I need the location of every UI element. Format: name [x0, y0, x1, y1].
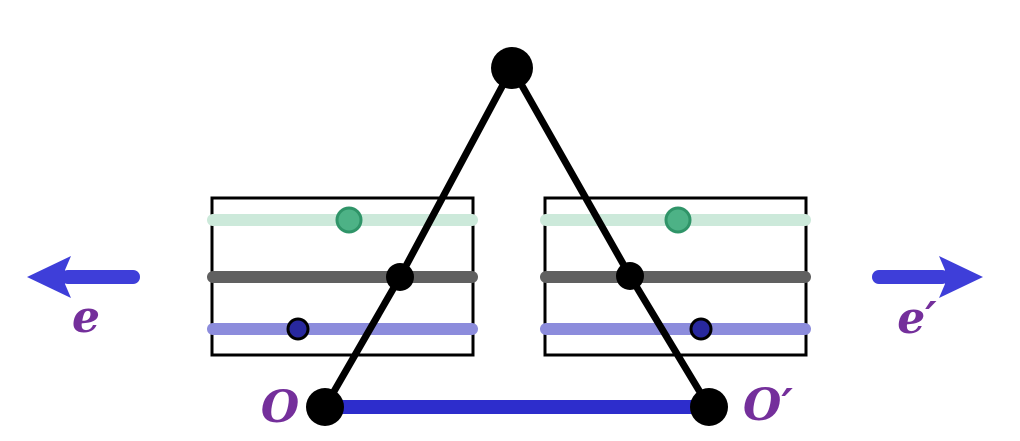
edge-apex-to-left-box-dot	[396, 64, 516, 281]
label-e: e	[72, 292, 100, 343]
right-origin-dot	[690, 388, 728, 426]
edge-left-box-dot-to-origin	[321, 273, 404, 411]
left-green-dot	[335, 206, 363, 234]
left-arrow	[27, 256, 140, 298]
right-navy-dot	[689, 317, 713, 341]
apex-dot	[491, 47, 533, 89]
left-navy-dot	[286, 317, 310, 341]
label-e-prime: e′	[897, 293, 937, 344]
edge-right-box-dot-to-origin	[626, 272, 713, 411]
left-black-dot	[386, 263, 414, 291]
left-origin-dot	[306, 388, 344, 426]
label-o: O	[261, 382, 299, 433]
right-arrow	[872, 256, 983, 298]
label-o-prime: O′	[743, 380, 793, 431]
right-green-dot	[664, 206, 692, 234]
right-black-dot	[616, 262, 644, 290]
right-arrowhead-icon	[939, 256, 983, 298]
left-arrowhead-icon	[27, 256, 71, 298]
edge-apex-to-right-box-dot	[508, 64, 634, 280]
